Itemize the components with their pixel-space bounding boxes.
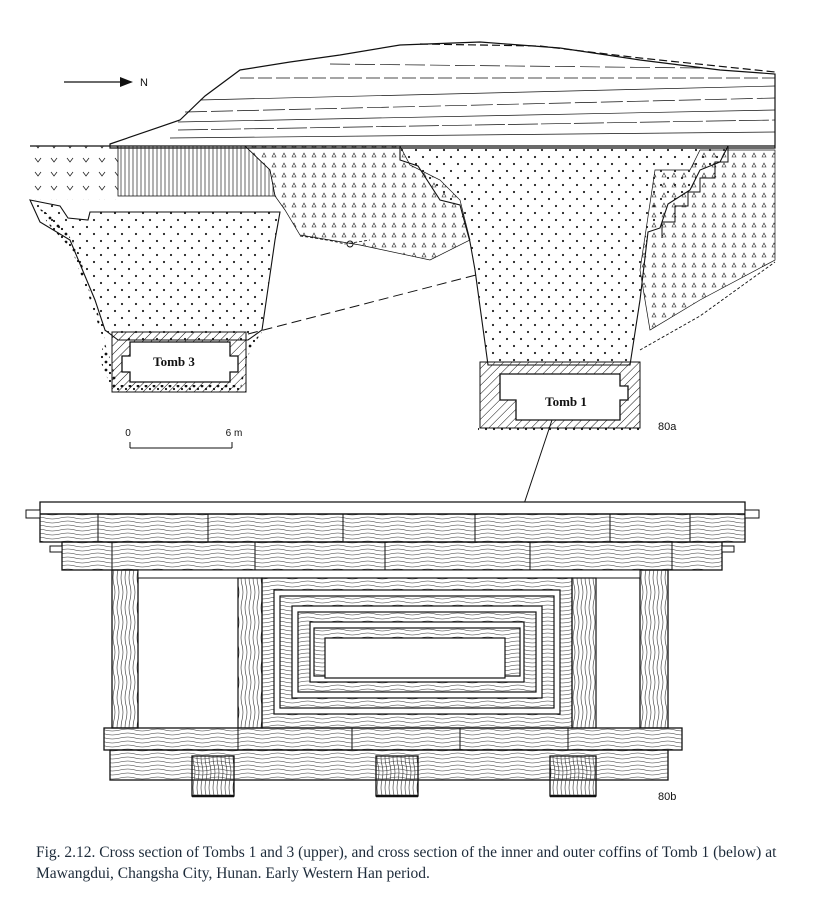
north-arrow — [64, 77, 133, 87]
scale-bar: 0 6 m — [125, 428, 243, 449]
tomb1-chamber: Tomb 1 — [478, 361, 641, 432]
fig-b-label: 80b — [658, 791, 676, 803]
figure-caption: Fig. 2.12. Cross section of Tombs 1 and … — [36, 844, 777, 882]
mound-strata — [109, 41, 776, 149]
scale-end-label: 6 m — [226, 428, 243, 439]
tomb1-shaft — [399, 145, 729, 366]
scale-zero-label: 0 — [125, 428, 131, 439]
soil-block — [117, 145, 276, 197]
north-label: N — [140, 77, 148, 89]
soil-triangles — [244, 145, 471, 261]
tomb3-chamber: Tomb 3 — [111, 331, 247, 393]
soil-left — [30, 146, 118, 200]
coffin-cross-section: 80b — [25, 501, 760, 803]
fig-a-label: 80a — [658, 421, 677, 433]
tomb-cross-section: Tomb 3 Tomb 1 0 6 m 80a N — [29, 41, 776, 511]
figure-drawing: Tomb 3 Tomb 1 0 6 m 80a N — [25, 41, 776, 803]
tomb3-shaft — [29, 199, 281, 341]
detail-leader-line — [521, 419, 553, 511]
tomb3-label: Tomb 3 — [153, 354, 195, 369]
nested-coffins — [261, 577, 573, 729]
tomb1-label: Tomb 1 — [545, 394, 587, 409]
